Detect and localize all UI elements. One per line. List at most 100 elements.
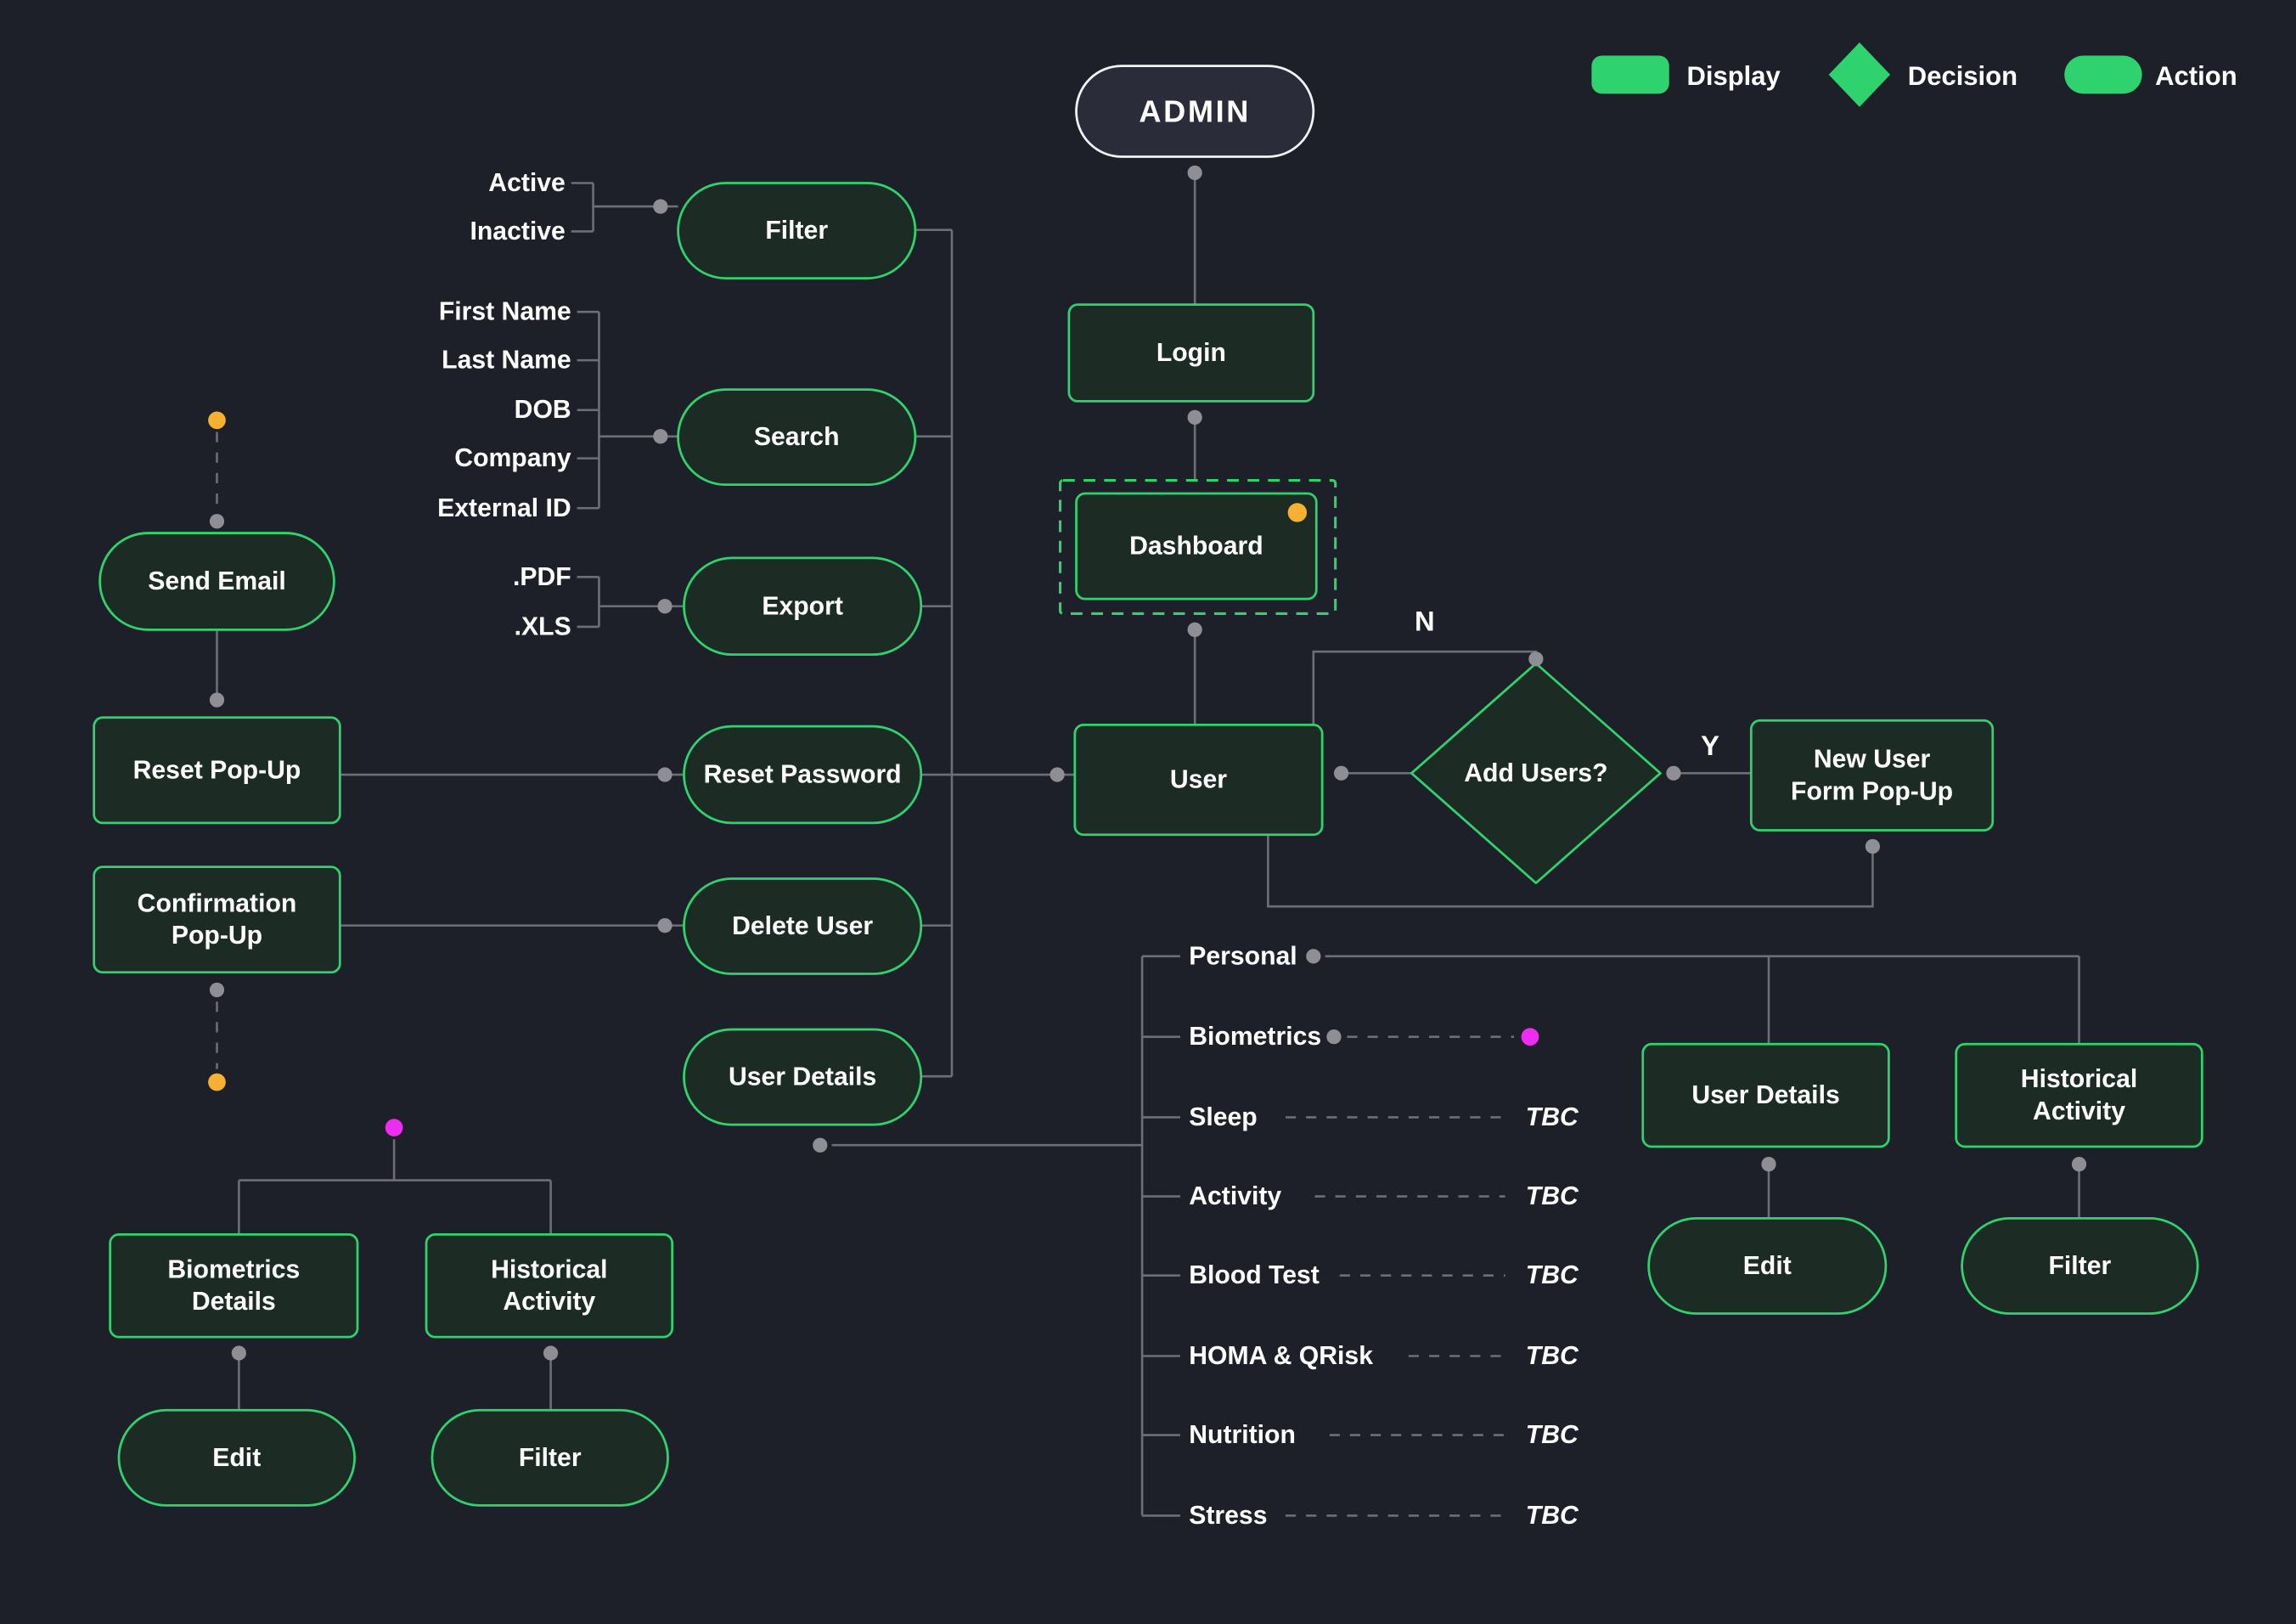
label-tbc-stress: TBC — [1526, 1502, 1579, 1530]
node-confirmation-popup[interactable] — [93, 866, 341, 974]
node-biometrics-details-label: Biometrics — [167, 1255, 300, 1283]
node-user-details-right[interactable] — [1641, 1042, 1890, 1148]
dot-decision-top — [1528, 651, 1544, 667]
label-last-name: Last Name — [442, 347, 571, 375]
label-tbc-homa-qrisk: TBC — [1526, 1342, 1579, 1370]
label-row-homa-qrisk: HOMA & QRisk — [1189, 1342, 1373, 1370]
dot-biometricsdetails-out — [231, 1345, 246, 1361]
node-dashboard[interactable] — [1075, 492, 1318, 601]
node-historical-activity-left[interactable] — [425, 1233, 674, 1339]
dot-sendemail-flag — [208, 411, 226, 430]
dot-search-in — [653, 429, 668, 444]
node-filter-main-label: Filter — [765, 217, 828, 245]
node-dashboard-label: Dashboard — [1129, 533, 1263, 561]
dot-biometrics-out — [1326, 1029, 1342, 1045]
label-tbc-nutrition: TBC — [1526, 1421, 1579, 1449]
legend-action-swatch — [2064, 55, 2142, 94]
node-new-user-form-popup[interactable] — [1749, 719, 1995, 832]
dot-cluster-left-flag — [385, 1119, 403, 1136]
dot-deleteuser-in — [657, 917, 672, 933]
legend-action-label: Action — [2155, 61, 2237, 91]
node-filter-left-label: Filter — [519, 1444, 582, 1472]
node-new-user-form-popup-label: New User — [1814, 745, 1931, 773]
node-search-label: Search — [754, 423, 840, 451]
node-add-users-decision-label: Add Users? — [1464, 759, 1607, 787]
node-edit-right[interactable] — [1647, 1217, 1888, 1315]
node-edit-left-label: Edit — [212, 1444, 261, 1472]
dashboard-status-dot — [1287, 503, 1308, 522]
dot-user-right — [1333, 765, 1349, 781]
dot-historicalactivityleft-out — [543, 1345, 559, 1361]
node-new-user-form-popup-label: Form Pop-Up — [1791, 777, 1953, 805]
dot-userdetailsright-out — [1761, 1157, 1776, 1172]
node-search[interactable] — [677, 388, 917, 487]
label-tbc-blood-test: TBC — [1526, 1261, 1579, 1289]
dot-dashboard-out — [1187, 622, 1202, 637]
dot-resetpassword-out — [1050, 767, 1065, 782]
node-historical-activity-right[interactable] — [1955, 1042, 2203, 1148]
label-row-blood-test: Blood Test — [1189, 1261, 1320, 1289]
node-edit-left[interactable] — [117, 1408, 356, 1507]
label-row-personal: Personal — [1189, 942, 1297, 970]
node-historical-activity-left-label: Historical — [491, 1255, 607, 1283]
node-filter-right-label: Filter — [2049, 1252, 2112, 1280]
legend-decision-swatch — [1828, 42, 1891, 107]
node-add-users-decision[interactable] — [1410, 662, 1662, 884]
node-filter-right[interactable] — [1961, 1217, 2199, 1315]
node-reset-password-label: Reset Password — [704, 761, 902, 789]
edge-newuser-return — [1267, 834, 1874, 908]
label-row-stress: Stress — [1189, 1502, 1267, 1530]
label-row-nutrition: Nutrition — [1189, 1421, 1296, 1449]
node-send-email[interactable] — [98, 532, 335, 631]
label-row-activity: Activity — [1189, 1182, 1281, 1210]
dot-sendemail-bottom — [209, 692, 225, 708]
node-filter-main[interactable] — [677, 182, 917, 279]
node-user-details-pill-label: User Details — [729, 1063, 876, 1091]
node-biometrics-details-label: Details — [192, 1288, 276, 1316]
node-reset-popup-label: Reset Pop-Up — [133, 756, 301, 784]
dot-resetpassword-in — [657, 767, 672, 782]
label-tbc-sleep: TBC — [1526, 1103, 1579, 1131]
node-reset-password[interactable] — [683, 725, 923, 825]
label-branch-y: Y — [1701, 730, 1719, 761]
node-login[interactable] — [1067, 303, 1315, 403]
node-edit-right-label: Edit — [1743, 1252, 1792, 1280]
label-company: Company — [454, 444, 571, 472]
node-user[interactable] — [1073, 724, 1324, 837]
node-login-label: Login — [1156, 339, 1226, 367]
dot-admin-out — [1187, 165, 1202, 181]
node-biometrics-details[interactable] — [109, 1233, 359, 1339]
node-reset-popup[interactable] — [93, 716, 341, 825]
node-historical-activity-right-label: Historical — [2021, 1065, 2137, 1093]
dot-newuser-bottom — [1865, 838, 1881, 854]
node-delete-user[interactable] — [683, 877, 923, 975]
label-dob: DOB — [515, 396, 571, 424]
node-user-details-pill[interactable] — [683, 1028, 923, 1126]
node-user-label: User — [1170, 766, 1227, 794]
label-row-sleep: Sleep — [1189, 1103, 1257, 1131]
node-export-label: Export — [762, 592, 843, 620]
node-filter-left[interactable] — [430, 1408, 669, 1507]
legend-display-label: Display — [1686, 61, 1781, 91]
node-export[interactable] — [683, 556, 923, 657]
dot-confirmationpopup-bottom — [209, 982, 225, 998]
node-delete-user-label: Delete User — [732, 912, 873, 940]
label-xls: .XLS — [515, 612, 571, 640]
label-first-name: First Name — [439, 298, 571, 326]
label-branch-n: N — [1415, 606, 1435, 637]
dot-sendemail-top — [209, 514, 225, 529]
node-admin-label: ADMIN — [1139, 94, 1251, 129]
dot-personal-out — [1306, 949, 1321, 964]
dot-decision-right — [1666, 765, 1681, 781]
dot-historicalactivityright-out — [2071, 1157, 2087, 1172]
node-send-email-label: Send Email — [148, 567, 286, 595]
label-tbc-activity: TBC — [1526, 1182, 1579, 1210]
node-admin[interactable] — [1075, 65, 1315, 158]
dot-login-out — [1187, 409, 1202, 425]
legend-decision-label: Decision — [1908, 61, 2017, 91]
dot-userdetails-pill-out — [813, 1137, 828, 1153]
label-row-biometrics: Biometrics — [1189, 1023, 1321, 1051]
dot-confirmationpopup-flag — [208, 1073, 226, 1091]
